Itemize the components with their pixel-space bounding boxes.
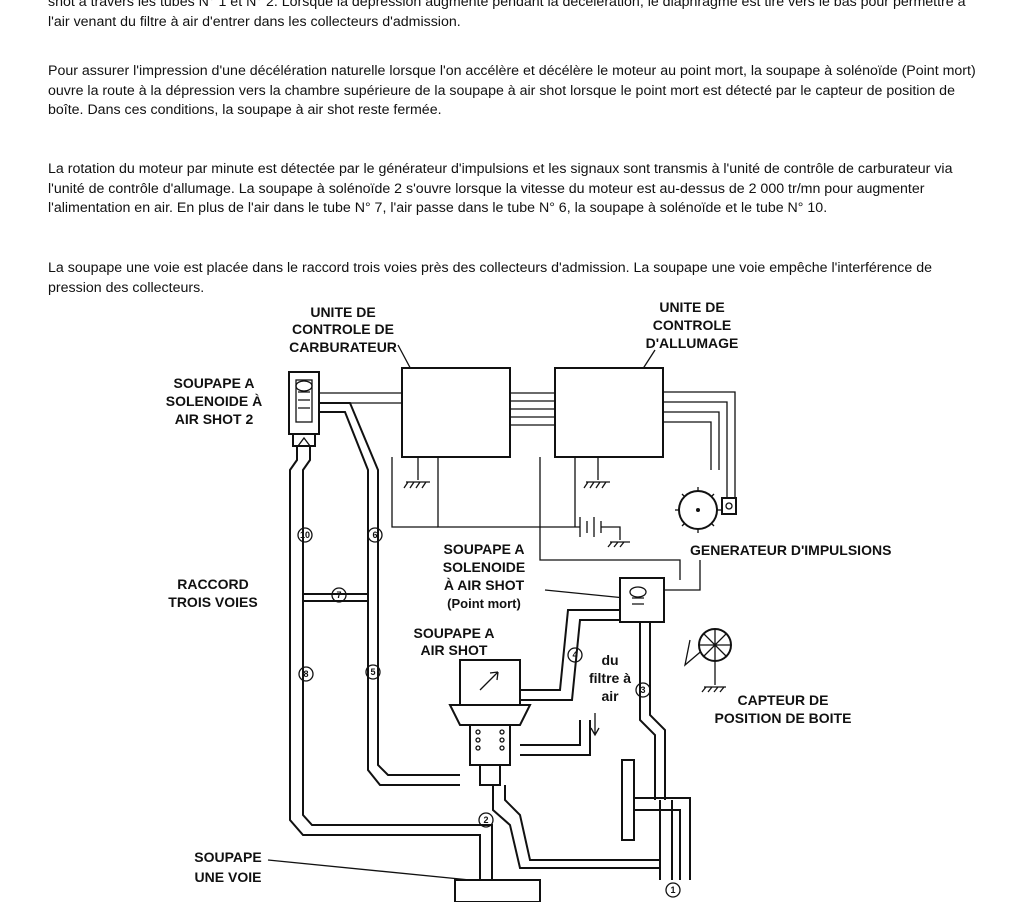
paragraph-4: La soupape une voie est placée dans le r… <box>48 260 933 296</box>
svg-text:CARBURATEUR: CARBURATEUR <box>289 339 397 355</box>
paragraph-3: La rotation du moteur par minute est dét… <box>48 161 953 216</box>
svg-text:CAPTEUR DE: CAPTEUR DE <box>737 692 828 708</box>
pulse-generator <box>675 487 737 533</box>
svg-text:À AIR SHOT: À AIR SHOT <box>444 577 525 593</box>
three-way-joint-label: RACCORD TROIS VOIES <box>168 576 257 610</box>
tube-10: 10 <box>297 527 313 543</box>
svg-text:SOUPAPE: SOUPAPE <box>194 849 261 865</box>
svg-text:CONTROLE DE: CONTROLE DE <box>292 321 394 337</box>
svg-text:8: 8 <box>303 669 308 679</box>
gear-position-sensor <box>698 628 732 693</box>
svg-text:filtre à: filtre à <box>589 670 631 686</box>
gear-position-sensor-label: CAPTEUR DE POSITION DE BOITE <box>715 692 852 726</box>
svg-text:1: 1 <box>670 885 675 895</box>
svg-text:UNITE DE: UNITE DE <box>310 304 375 320</box>
svg-text:TROIS VOIES: TROIS VOIES <box>168 594 257 610</box>
tube-7: 7 <box>331 587 347 603</box>
tube-2: 2 <box>478 812 494 828</box>
unit-connection-wires <box>318 391 736 580</box>
svg-text:SOUPAPE A: SOUPAPE A <box>174 375 255 391</box>
svg-text:3: 3 <box>640 685 645 695</box>
svg-text:6: 6 <box>372 530 377 540</box>
ignition-control-unit-box <box>554 367 664 458</box>
neutral-solenoid-valve <box>619 560 701 623</box>
svg-text:RACCORD: RACCORD <box>177 576 249 592</box>
solenoid-2-label: SOUPAPE A SOLENOIDE À AIR SHOT 2 <box>166 375 262 427</box>
air-shot-valve-label: SOUPAPE A AIR SHOT <box>414 625 495 658</box>
svg-text:UNE VOIE: UNE VOIE <box>195 869 262 885</box>
svg-text:2: 2 <box>483 815 488 825</box>
paragraph-2: Pour assurer l'impression d'une décéléra… <box>48 63 976 118</box>
svg-text:AIR SHOT: AIR SHOT <box>421 642 488 658</box>
svg-text:(Point mort): (Point mort) <box>447 596 521 611</box>
svg-text:SOUPAPE A: SOUPAPE A <box>444 541 525 557</box>
svg-text:D'ALLUMAGE: D'ALLUMAGE <box>646 335 739 351</box>
paragraph-1: shot à travers les tubes N° 1 et N° 2. L… <box>48 0 966 30</box>
svg-text:POSITION DE BOITE: POSITION DE BOITE <box>715 710 852 726</box>
carburetor-control-unit-box <box>401 367 511 458</box>
tube-number-markers: 10 6 7 8 5 4 3 2 1 <box>297 527 681 898</box>
tube-6: 6 <box>367 527 383 543</box>
intake-fitting <box>621 759 691 880</box>
tube-4: 4 <box>567 647 583 663</box>
tube-1: 1 <box>665 882 681 898</box>
svg-text:CONTROLE: CONTROLE <box>653 317 732 333</box>
svg-text:7: 7 <box>336 590 341 600</box>
svg-text:5: 5 <box>370 667 375 677</box>
solenoid-valve-2 <box>288 371 320 447</box>
svg-text:SOUPAPE A: SOUPAPE A <box>414 625 495 641</box>
pulse-generator-label: GENERATEUR D'IMPULSIONS <box>690 542 891 558</box>
svg-text:4: 4 <box>572 650 577 660</box>
one-way-valve-label: SOUPAPE UNE VOIE <box>194 849 261 885</box>
air-shot-valve <box>448 659 600 786</box>
svg-text:SOLENOIDE: SOLENOIDE <box>443 559 525 575</box>
svg-text:du: du <box>601 652 618 668</box>
svg-text:UNITE DE: UNITE DE <box>659 299 724 315</box>
neutral-solenoid-label: SOUPAPE A SOLENOIDE À AIR SHOT (Point mo… <box>443 541 525 611</box>
tube-5: 5 <box>365 664 381 680</box>
from-air-filter-label: du filtre à air <box>589 652 631 704</box>
svg-text:SOLENOIDE À: SOLENOIDE À <box>166 393 262 409</box>
svg-text:10: 10 <box>300 530 310 540</box>
tube-3: 3 <box>635 682 651 698</box>
carburetor-control-unit-label: UNITE DE CONTROLE DE CARBURATEUR <box>289 304 397 355</box>
tube-8: 8 <box>298 666 314 682</box>
svg-text:AIR SHOT 2: AIR SHOT 2 <box>175 411 254 427</box>
svg-text:air: air <box>601 688 619 704</box>
vacuum-tubes <box>289 402 673 880</box>
one-way-valve <box>454 879 541 902</box>
ignition-control-unit-label: UNITE DE CONTROLE D'ALLUMAGE <box>646 299 739 351</box>
